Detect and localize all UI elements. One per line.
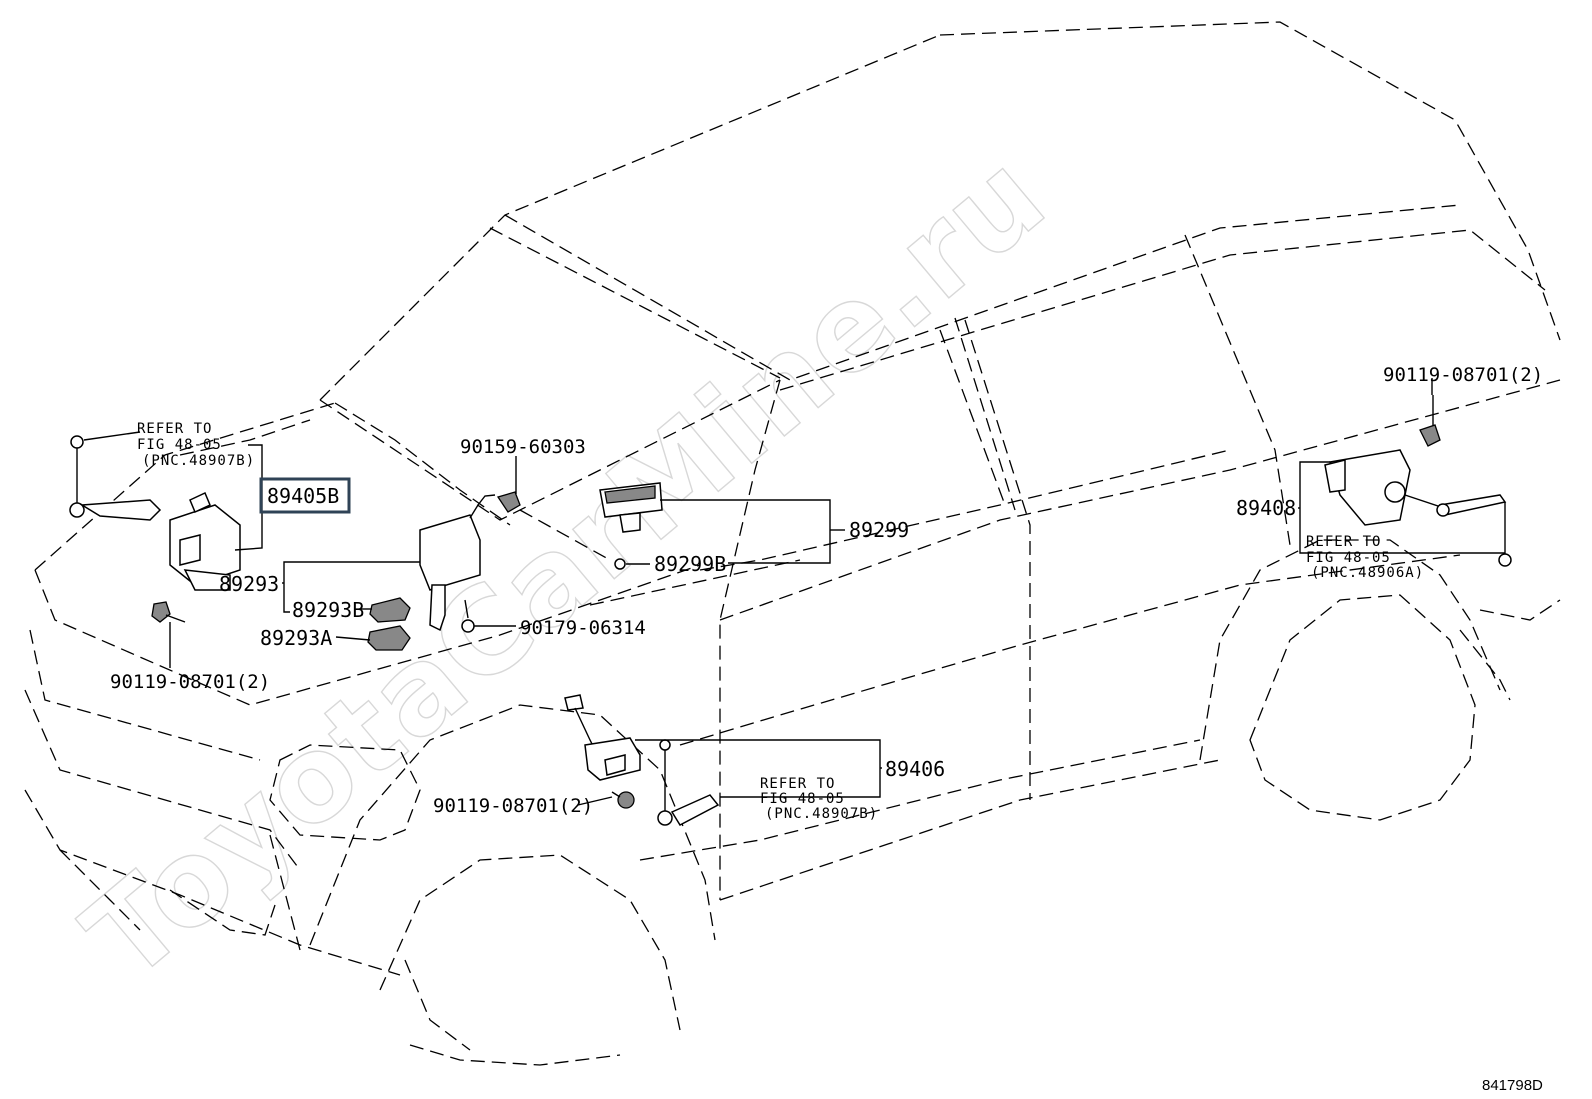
bolt-90119-bottom[interactable] — [611, 791, 635, 809]
label-90159[interactable]: 90159-60303 — [460, 436, 586, 458]
label-89405B[interactable]: 89405B — [267, 484, 339, 508]
label-89293B[interactable]: 89293B — [292, 598, 364, 622]
reference-front-left: REFER TO FIG 48-05 (PNC.48907B) — [137, 421, 255, 469]
reference-rear: REFER TO FIG 48-05 (PNC.48906A) — [1306, 534, 1424, 581]
reference-rear-line2: FIG 48-05 — [1306, 550, 1391, 566]
highlight-box-89405B — [259, 477, 351, 514]
leveling-switch[interactable] — [599, 482, 663, 533]
front-left-height-sensor[interactable] — [69, 431, 241, 591]
figure-id: 841798D — [1482, 1077, 1543, 1094]
label-90119-left[interactable]: 90119-08701(2) — [110, 671, 270, 693]
reference-front-lower-line2: FIG 48-05 — [760, 791, 845, 807]
connector-89293B[interactable] — [369, 597, 411, 623]
connector-89293A[interactable] — [367, 625, 411, 651]
reference-front-lower-line1: REFER TO — [760, 776, 835, 792]
label-90179[interactable]: 90179-06314 — [520, 617, 646, 639]
bolt-90119-right[interactable] — [1419, 395, 1441, 447]
label-89299[interactable]: 89299 — [849, 518, 909, 542]
reference-front-left-line1: REFER TO — [137, 421, 212, 437]
front-lower-height-sensor[interactable] — [564, 694, 720, 826]
reference-front-left-line3: (PNC.48907B) — [142, 453, 255, 469]
reference-front-left-line2: FIG 48-05 — [137, 437, 222, 453]
label-89293A[interactable]: 89293A — [260, 626, 332, 650]
label-89293[interactable]: 89293 — [219, 572, 279, 596]
label-89408[interactable]: 89408 — [1236, 496, 1296, 520]
reference-rear-line3: (PNC.48906A) — [1311, 565, 1424, 581]
rear-height-sensor[interactable] — [1324, 449, 1512, 567]
label-89406[interactable]: 89406 — [885, 757, 945, 781]
reference-front-lower: REFER TO FIG 48-05 (PNC.48907B) — [760, 776, 878, 822]
label-90119-bottom[interactable]: 90119-08701(2) — [433, 795, 593, 817]
reference-front-lower-line3: (PNC.48907B) — [765, 806, 878, 822]
label-90119-right[interactable]: 90119-08701(2) — [1383, 364, 1543, 386]
knob-89299B[interactable] — [614, 558, 626, 570]
reference-rear-line1: REFER TO — [1306, 534, 1381, 550]
label-89299B[interactable]: 89299B — [654, 552, 726, 576]
leveling-ecu[interactable] — [419, 494, 496, 632]
bolt-90119-left[interactable] — [151, 601, 186, 623]
vehicle-outline — [24, 21, 1561, 1066]
bolt-90159[interactable] — [496, 491, 521, 513]
